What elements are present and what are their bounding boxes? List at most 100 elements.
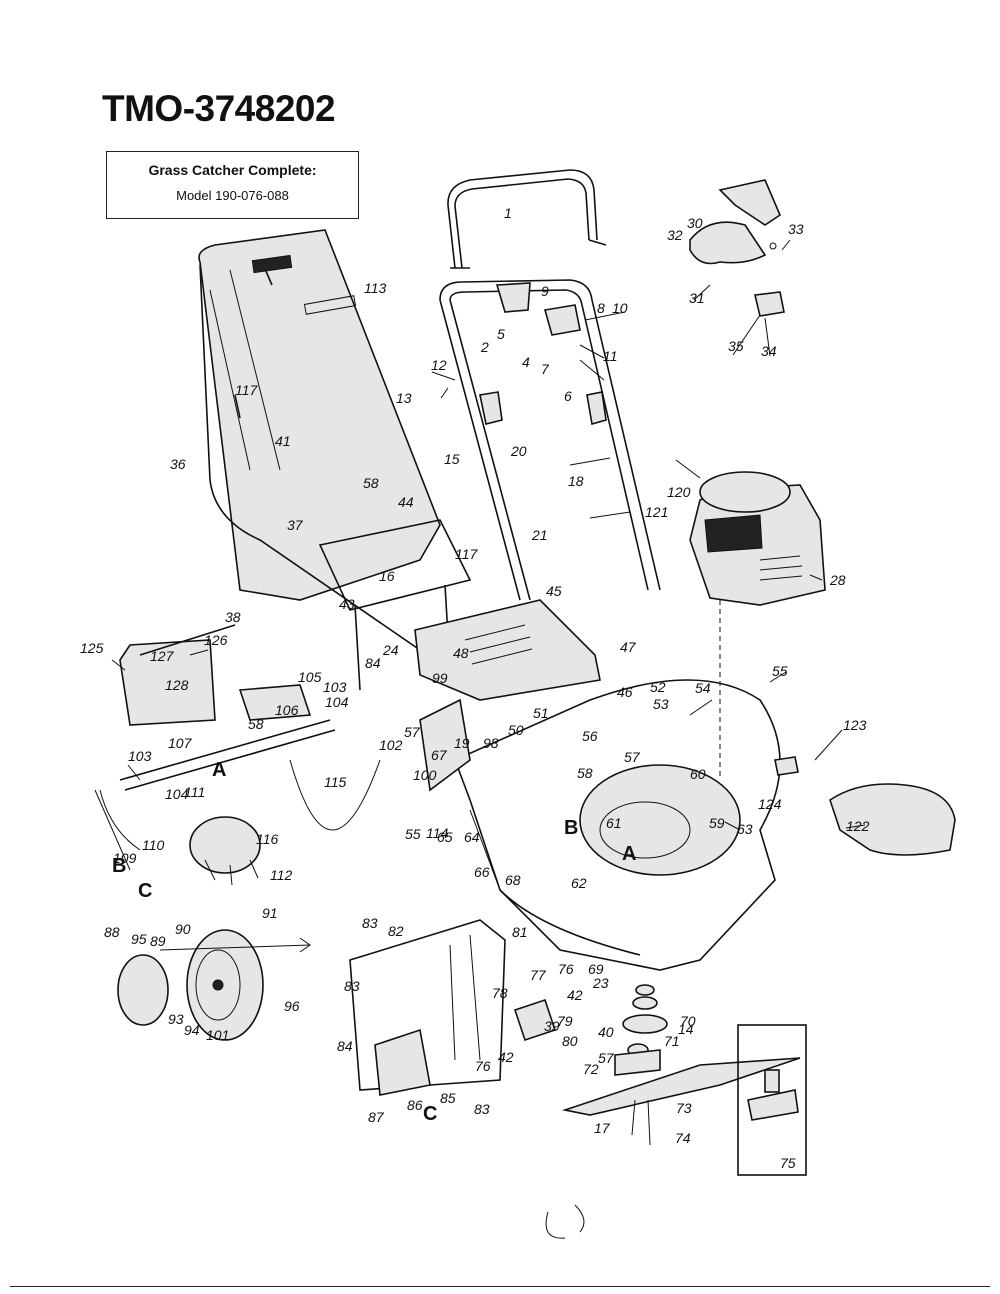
callout: 9 <box>541 283 549 299</box>
callout: 57 <box>598 1050 615 1066</box>
callout: 123 <box>843 717 867 733</box>
callout: 47 <box>620 639 637 655</box>
callout: 55 <box>405 826 421 842</box>
callout: 84 <box>337 1038 353 1054</box>
callout: 36 <box>170 456 186 472</box>
callout: 89 <box>150 933 166 949</box>
callout: 80 <box>562 1033 578 1049</box>
callout: 91 <box>262 905 278 921</box>
callout: 61 <box>606 815 622 831</box>
callout: 81 <box>512 924 528 940</box>
callout: 65 <box>437 829 453 845</box>
callout: 30 <box>687 215 703 231</box>
front-baffle <box>349 919 557 1096</box>
callout: 109 <box>113 850 137 866</box>
callout: 17 <box>594 1120 611 1136</box>
callout: 90 <box>175 921 191 937</box>
callout-labels: 1 2 4 5 6 7 8 9 10 11 12 13 14 15 16 17 … <box>80 205 870 1171</box>
leader-lines <box>111 239 866 831</box>
callout: 1 <box>504 205 512 221</box>
marker-b-left: B <box>112 855 126 877</box>
callout: 117 <box>235 382 259 398</box>
mower-deck <box>419 600 781 971</box>
callout: 42 <box>567 987 583 1003</box>
callout: 60 <box>690 766 706 782</box>
callout: 110 <box>142 837 165 853</box>
callout: 43 <box>339 596 355 612</box>
callout: 120 <box>667 484 691 500</box>
wheel-assembly <box>117 929 311 1041</box>
callout: 23 <box>592 975 609 991</box>
callout: 125 <box>80 640 104 656</box>
page-bottom-rule <box>10 1286 990 1287</box>
callout: 57 <box>624 749 641 765</box>
callout: 20 <box>510 443 527 459</box>
marker-c-left: C <box>138 880 152 902</box>
callout: 106 <box>275 702 299 718</box>
page-mark <box>545 1204 585 1239</box>
callout: 11 <box>603 348 618 364</box>
handle-bracket-parts <box>689 179 785 317</box>
callout: 71 <box>664 1033 680 1049</box>
callout: 24 <box>382 642 399 658</box>
info-box-model: Model 190-076-088 <box>176 188 289 203</box>
callout: 10 <box>612 300 628 316</box>
callout: 76 <box>475 1058 491 1074</box>
callout: 56 <box>582 728 598 744</box>
callout: 7 <box>541 361 550 377</box>
engine <box>675 459 826 606</box>
callout: 103 <box>323 679 347 695</box>
callout: 83 <box>344 978 360 994</box>
callout: 51 <box>533 705 549 721</box>
callout: 39 <box>544 1018 560 1034</box>
info-box-heading: Grass Catcher Complete: <box>148 162 317 178</box>
callout: 67 <box>431 747 448 763</box>
callout: 69 <box>588 961 604 977</box>
callout: 19 <box>454 735 470 751</box>
callout: 126 <box>204 632 228 648</box>
callout: 117 <box>455 546 479 562</box>
callout: 112 <box>270 867 293 883</box>
section-markers: A A B B C C <box>112 759 636 1125</box>
callout: 121 <box>645 504 668 520</box>
callout: 94 <box>184 1022 200 1038</box>
callout: 72 <box>583 1061 599 1077</box>
callout: 101 <box>206 1027 229 1043</box>
callout: 78 <box>492 985 508 1001</box>
callout: 99 <box>432 670 448 686</box>
callout: 50 <box>508 722 524 738</box>
grass-catcher-bag <box>198 229 472 691</box>
callout: 83 <box>362 915 378 931</box>
callout: 70 <box>680 1013 696 1029</box>
callout: 75 <box>780 1155 796 1171</box>
callout: 46 <box>617 684 633 700</box>
callout: 100 <box>413 767 437 783</box>
callout: 54 <box>695 680 711 696</box>
upper-handle <box>447 169 607 269</box>
callout: 83 <box>474 1101 490 1117</box>
callout: 45 <box>546 583 562 599</box>
callout: 76 <box>558 961 574 977</box>
callout: 59 <box>709 815 725 831</box>
callout: 32 <box>667 227 683 243</box>
callout: 40 <box>598 1024 614 1040</box>
callout: 88 <box>104 924 120 940</box>
blade-stack <box>561 984 807 1176</box>
lower-handle <box>439 279 661 601</box>
callout: 21 <box>531 527 548 543</box>
callout: 77 <box>530 967 547 983</box>
callout: 58 <box>363 475 379 491</box>
callout: 64 <box>464 829 480 845</box>
callout: 52 <box>650 679 666 695</box>
callout: 28 <box>829 572 846 588</box>
callout: 84 <box>365 655 381 671</box>
callout: 104 <box>325 694 349 710</box>
callout: 107 <box>168 735 193 751</box>
callout: 6 <box>564 388 572 404</box>
marker-a-left: A <box>212 759 226 781</box>
callout: 105 <box>298 669 322 685</box>
marker-a-deck: A <box>622 843 636 865</box>
callout: 102 <box>379 737 403 753</box>
callout: 113 <box>364 280 387 296</box>
callout: 48 <box>453 645 469 661</box>
